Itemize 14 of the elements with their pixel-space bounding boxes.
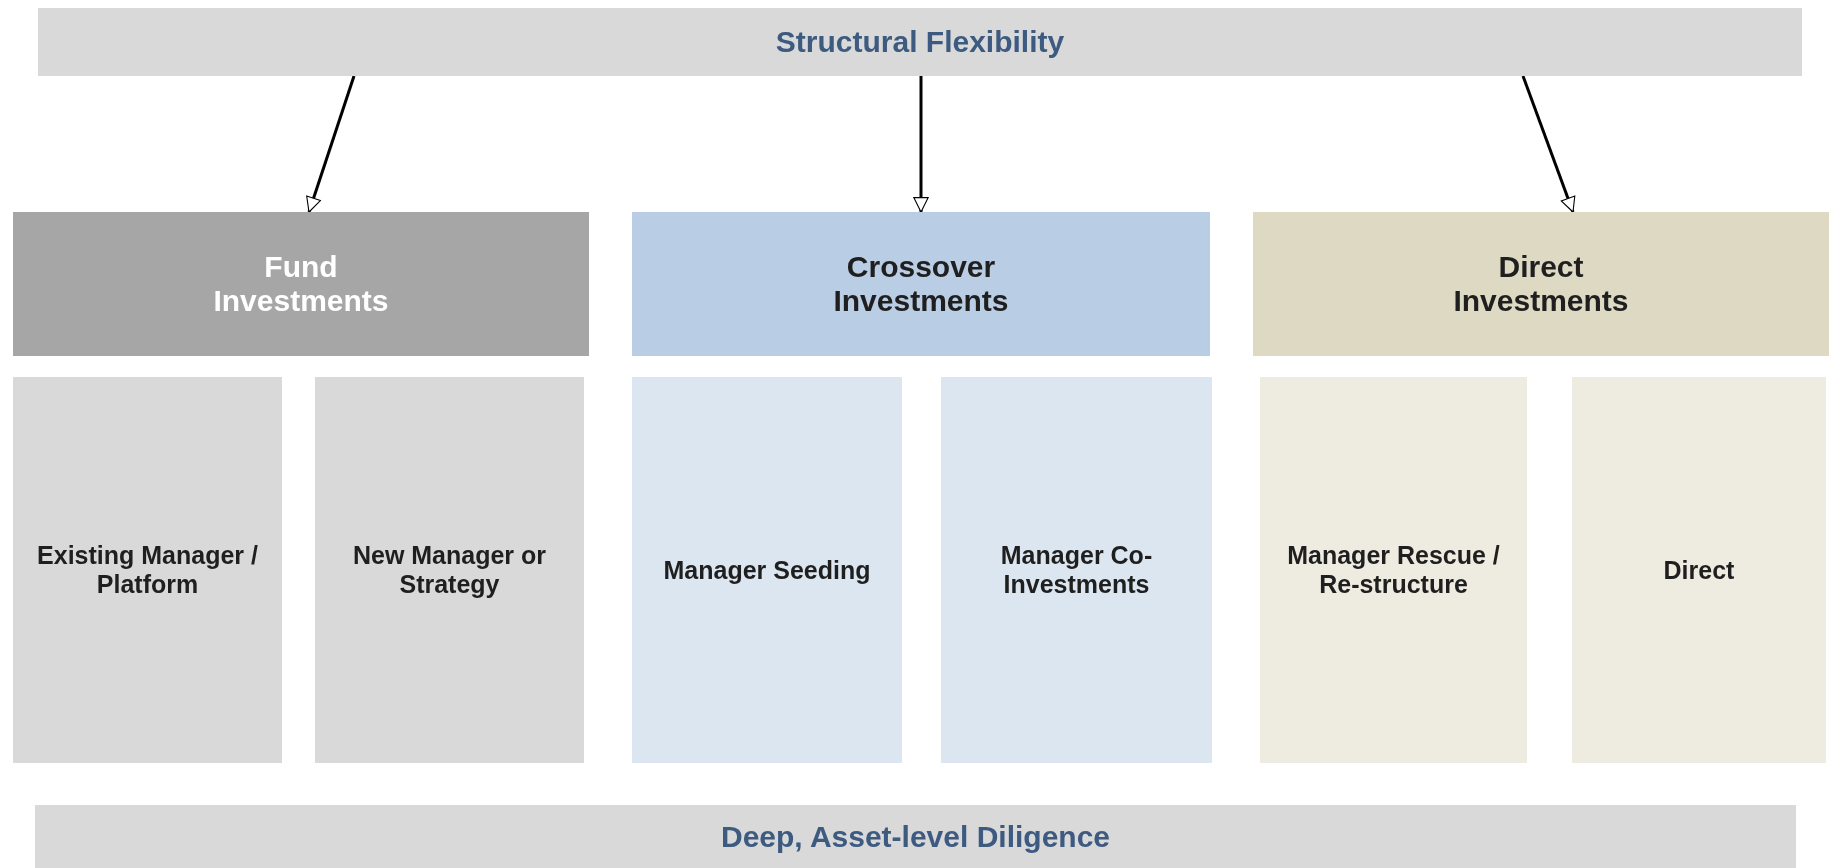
category-header: Fund Investments xyxy=(13,212,589,356)
arrow xyxy=(1521,75,1576,213)
banner: Deep, Asset-level Diligence xyxy=(35,805,1796,868)
banner: Structural Flexibility xyxy=(38,8,1802,76)
strategy-panel: Manager Rescue / Re-structure xyxy=(1260,377,1527,763)
category-header: Crossover Investments xyxy=(632,212,1210,356)
strategy-panel: Direct xyxy=(1572,377,1826,763)
strategy-panel: New Manager or Strategy xyxy=(315,377,584,763)
arrow xyxy=(913,76,929,213)
strategy-panel: Existing Manager / Platform xyxy=(13,377,282,763)
strategy-panel: Manager Seeding xyxy=(632,377,902,763)
arrow xyxy=(306,75,356,213)
category-header: Direct Investments xyxy=(1253,212,1829,356)
strategy-panel: Manager Co-Investments xyxy=(941,377,1212,763)
